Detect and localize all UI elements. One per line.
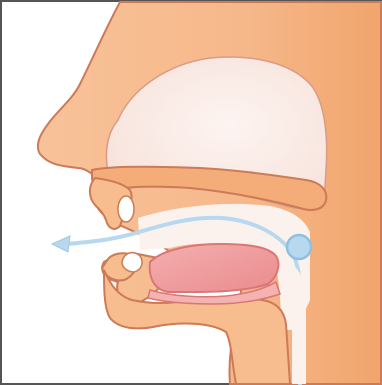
lower-teeth [122, 253, 142, 272]
upper-teeth [118, 196, 134, 222]
tongue [150, 244, 279, 292]
larynx-marker [287, 235, 311, 259]
